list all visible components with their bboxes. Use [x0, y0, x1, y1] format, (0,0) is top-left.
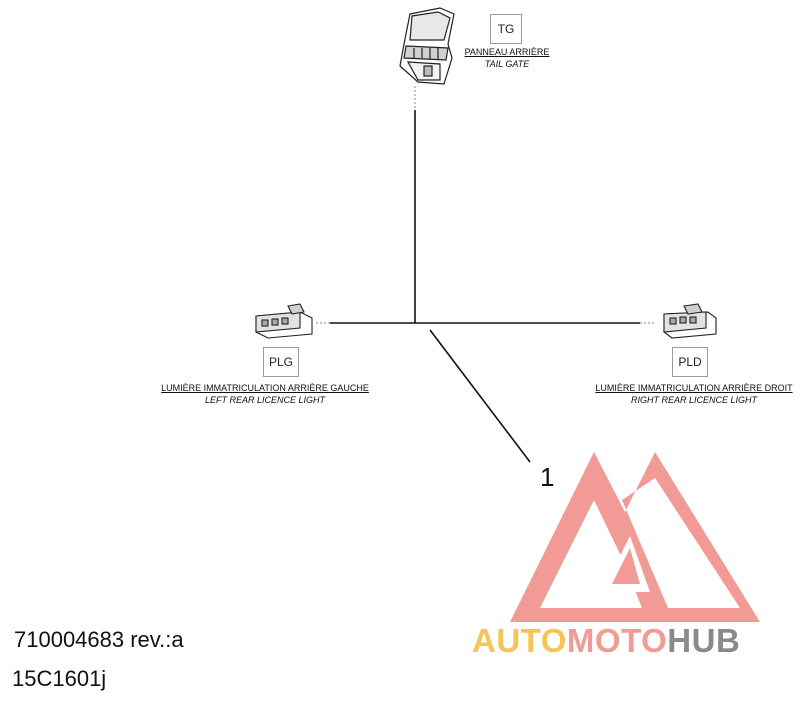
plg-label: LUMIÈRE IMMATRICULATION ARRIÈRE GAUCHE L… [150, 382, 380, 406]
plg-code-box: PLG [263, 347, 299, 377]
plg-connector-icon [255, 303, 313, 339]
pld-label-fr: LUMIÈRE IMMATRICULATION ARRIÈRE DROIT [595, 383, 793, 393]
pld-label: LUMIÈRE IMMATRICULATION ARRIÈRE DROIT RI… [588, 382, 800, 406]
pld-code-box: PLD [672, 347, 708, 377]
watermark-moto: MOTO [566, 622, 668, 659]
harness-wires [330, 110, 640, 463]
tg-label-en: TAIL GATE [484, 59, 530, 69]
watermark-auto: AUTO [472, 622, 567, 659]
tg-label: PANNEAU ARRIÈRE TAIL GATE [452, 46, 562, 70]
pld-label-en: RIGHT REAR LICENCE LIGHT [630, 395, 758, 405]
part-number: 710004683 rev.:a [14, 627, 184, 652]
plg-label-en: LEFT REAR LICENCE LIGHT [204, 395, 326, 405]
plg-label-fr: LUMIÈRE IMMATRICULATION ARRIÈRE GAUCHE [161, 383, 369, 393]
watermark-hub: HUB [667, 622, 741, 659]
tg-label-fr: PANNEAU ARRIÈRE [464, 47, 550, 57]
callout-number: 1 [540, 462, 555, 492]
watermark-logo-icon [510, 452, 760, 622]
watermark-text: AUTOMOTOHUB [472, 622, 740, 660]
callout-leader [429, 329, 531, 463]
diagram-code: 15C1601j [12, 666, 107, 691]
tg-code-box: TG [490, 14, 522, 44]
pld-connector-icon [663, 303, 717, 339]
tg-connector-icon [399, 7, 455, 85]
